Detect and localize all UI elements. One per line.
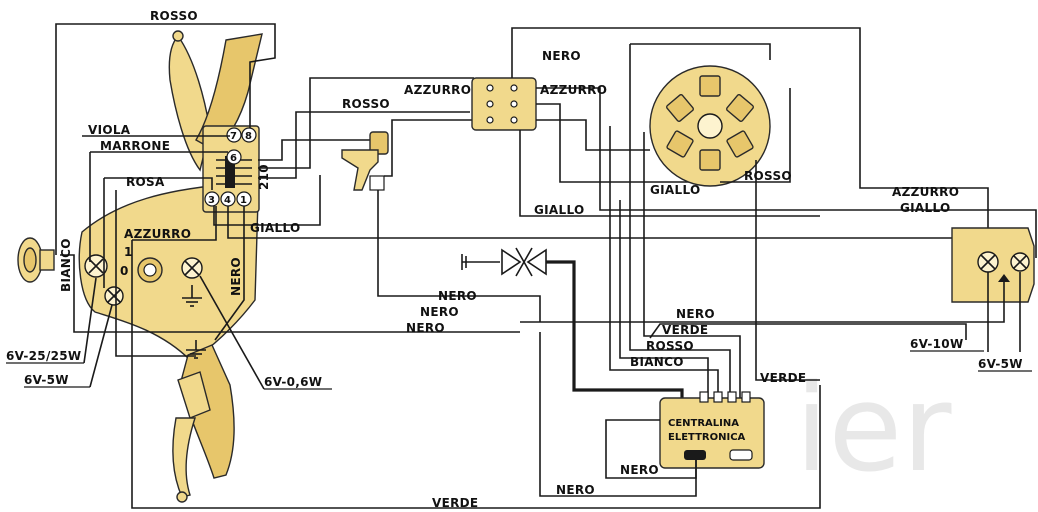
rating-headlamp: 6V-25/25W	[6, 349, 81, 363]
terminal-8: 8	[245, 131, 252, 142]
label-azzurro-left: AZZURRO	[124, 227, 191, 241]
label-rosso-right: ROSSO	[744, 169, 792, 183]
rating-parking: 6V-5W	[24, 373, 69, 387]
ground-symbol-icon	[186, 340, 206, 359]
label-giallo-left: GIALLO	[250, 221, 300, 235]
label-nero-2: NERO	[420, 305, 459, 319]
label-giallo-right: GIALLO	[900, 201, 950, 215]
label-viola: VIOLA	[88, 123, 131, 137]
code-210: 210	[257, 164, 271, 190]
label-nero-vertical: NERO	[229, 257, 243, 296]
wires-left	[55, 23, 1021, 509]
switch-pos-0: 0	[120, 264, 129, 278]
ignition-switch-icon: 1 0	[120, 245, 163, 283]
label-marrone: MARRONE	[100, 139, 170, 153]
label-nero-right: NERO	[676, 307, 715, 321]
rating-stop: 6V-5W	[978, 357, 1023, 371]
rating-indicator: 6V-0,6W	[264, 375, 322, 389]
label-azzurro-right: AZZURRO	[892, 185, 959, 199]
label-rosso-ecu: ROSSO	[646, 339, 694, 353]
junction-box-icon	[471, 77, 537, 131]
parking-lamp-icon	[104, 286, 124, 306]
stop-switch-icon	[341, 131, 389, 191]
label-verde-ecu: VERDE	[760, 371, 806, 385]
label-bianco-left: BIANCO	[59, 238, 73, 292]
terminal-3: 3	[208, 195, 215, 206]
ecu-label-2: ELETTRONICA	[668, 432, 746, 443]
label-rosa: ROSA	[126, 175, 165, 189]
rating-tail: 6V-10W	[910, 337, 963, 351]
label-nero-1: NERO	[438, 289, 477, 303]
horn-icon	[17, 237, 55, 283]
ecu-label-1: CENTRALINA	[668, 418, 739, 429]
spark-plug-icon	[461, 247, 547, 277]
label-giallo-center: GIALLO	[650, 183, 700, 197]
label-nero-ecu: NERO	[620, 463, 659, 477]
magneto-stator-icon	[649, 65, 771, 187]
tail-light-icon	[951, 227, 1035, 303]
indicator-lamp-icon	[181, 257, 203, 279]
handlebar-assembly	[17, 30, 263, 503]
label-nero-bottom: NERO	[556, 483, 595, 497]
terminal-4: 4	[224, 195, 231, 206]
label-rosso-mid: ROSSO	[342, 97, 390, 111]
terminal-1: 1	[240, 195, 247, 206]
label-nero-3: NERO	[406, 321, 445, 335]
label-rosso-top: ROSSO	[150, 9, 198, 23]
ground-symbol-icon	[182, 285, 202, 307]
label-giallo-long: GIALLO	[534, 203, 584, 217]
switch-pos-1: 1	[124, 245, 133, 259]
label-bianco-ecu: BIANCO	[630, 355, 684, 369]
terminal-6: 6	[230, 153, 237, 164]
watermark: ier	[795, 360, 952, 499]
label-azzurro-mid-left: AZZURRO	[404, 83, 471, 97]
label-azzurro-mid-right: AZZURRO	[540, 83, 607, 97]
label-nero-top-right: NERO	[542, 49, 581, 63]
ecu-module-icon	[659, 391, 765, 469]
label-verde-bottom: VERDE	[432, 496, 478, 510]
terminal-7: 7	[230, 131, 237, 142]
label-verde-1: VERDE	[662, 323, 708, 337]
